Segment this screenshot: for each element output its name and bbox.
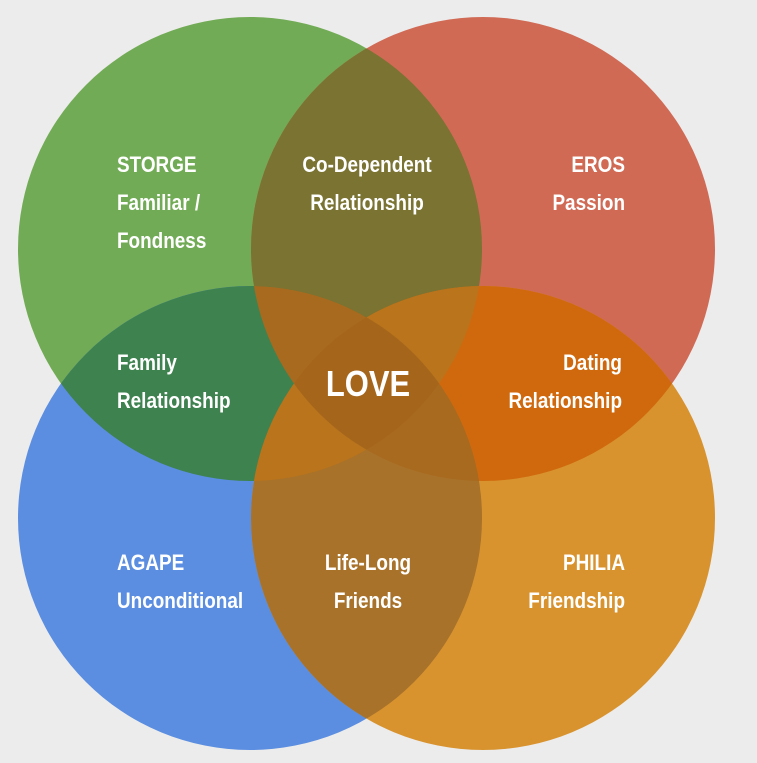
dating-label: Dating Relationship <box>450 344 622 420</box>
co-dependent-line2: Relationship <box>310 190 424 215</box>
eros-label: EROS Passion <box>453 146 625 222</box>
life-long-label: Life-Long Friends <box>282 544 454 620</box>
agape-label: AGAPE Unconditional <box>117 544 243 620</box>
love-label: LOVE <box>325 363 411 404</box>
family-line1: Family <box>117 350 177 375</box>
co-dependent-line1: Co-Dependent <box>302 152 432 177</box>
center-overlap <box>251 286 482 481</box>
philia-line1: Friendship <box>528 588 625 613</box>
life-long-line2: Friends <box>333 588 403 613</box>
storge-label: STORGE Familiar / Fondness <box>117 146 206 260</box>
philia-label: PHILIA Friendship <box>453 544 625 620</box>
storge-line1: Familiar / <box>117 190 201 215</box>
dating-line1: Dating <box>563 350 622 375</box>
eros-line1: Passion <box>552 190 625 215</box>
agape-line1: Unconditional <box>117 588 244 613</box>
storge-title: STORGE <box>117 152 197 177</box>
philia-title: PHILIA <box>562 550 625 575</box>
agape-title: AGAPE <box>117 550 185 575</box>
family-label: Family Relationship <box>117 344 231 420</box>
storge-line2: Fondness <box>117 228 207 253</box>
co-dependent-label: Co-Dependent Relationship <box>281 146 453 222</box>
life-long-line1: Life-Long <box>324 550 412 575</box>
eros-title: EROS <box>571 152 625 177</box>
dating-line2: Relationship <box>508 388 622 413</box>
family-line2: Relationship <box>117 388 231 413</box>
